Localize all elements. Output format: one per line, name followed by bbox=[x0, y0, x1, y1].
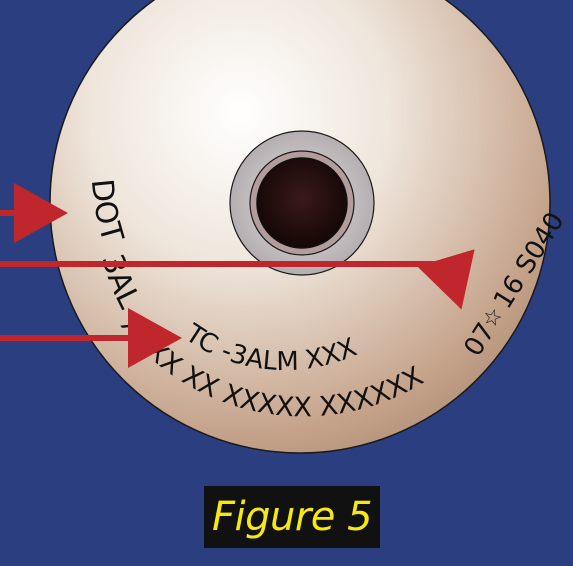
arrow-date bbox=[0, 249, 475, 310]
caption-box bbox=[204, 486, 380, 548]
neck-bore bbox=[256, 157, 348, 249]
figure-caption: Figure 5 bbox=[211, 494, 373, 540]
